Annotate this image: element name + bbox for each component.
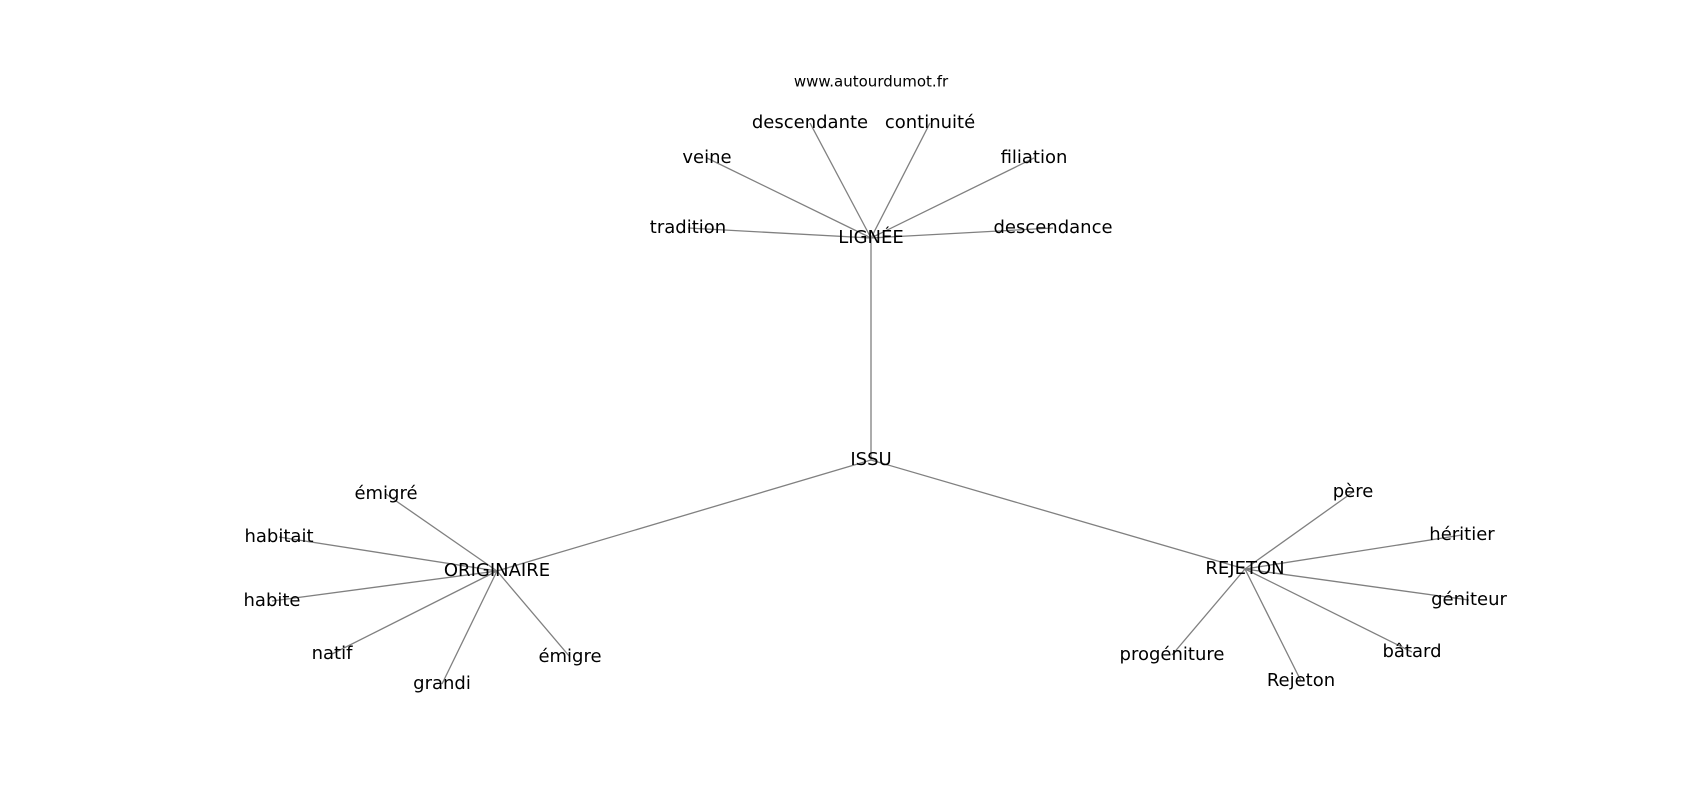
edge-originaire-natif <box>331 570 498 655</box>
leaf-word-batard[interactable]: bâtard <box>1382 641 1441 662</box>
leaf-word-geniteur[interactable]: géniteur <box>1431 589 1507 610</box>
edge-rejeton-batard <box>1244 568 1413 653</box>
edge-lignee-descendante <box>809 122 872 239</box>
edge-rejeton-geniteur <box>1244 568 1470 601</box>
edge-lignee-continuite <box>870 122 931 239</box>
leaf-word-progeniture[interactable]: progéniture <box>1120 644 1225 665</box>
leaf-word-grandi[interactable]: grandi <box>413 673 471 694</box>
edge-originaire-habite <box>271 570 498 602</box>
hub-word-rejeton[interactable]: REJETON <box>1205 558 1284 579</box>
leaf-word-habitait[interactable]: habitait <box>244 526 313 547</box>
edge-rejeton-heritier <box>1244 534 1463 570</box>
leaf-word-natif[interactable]: natif <box>312 643 353 664</box>
edge-rejeton-pere <box>1244 491 1354 570</box>
site-label: www.autourdumot.fr <box>794 73 949 91</box>
edge-lignee-descendance <box>870 227 1054 239</box>
center-word-issu[interactable]: ISSU <box>850 449 891 470</box>
leaf-word-pere[interactable]: père <box>1333 481 1374 502</box>
edge-lignee-veine <box>706 157 872 239</box>
edge-issu-rejeton <box>870 459 1246 570</box>
leaf-word-tradition[interactable]: tradition <box>650 217 726 238</box>
leaf-word-heritier[interactable]: héritier <box>1429 524 1495 545</box>
edge-originaire-emigre <box>496 570 571 658</box>
leaf-word-filiation[interactable]: filiation <box>1001 147 1068 168</box>
edge-rejeton-progeniture <box>1171 568 1246 656</box>
leaf-word-veine[interactable]: veine <box>682 147 731 168</box>
edge-lignee-filiation <box>870 157 1035 239</box>
edge-issu-originaire <box>496 459 872 572</box>
leaf-word-rejeton-lc[interactable]: Rejeton <box>1267 670 1335 691</box>
edge-originaire-habitait <box>278 536 498 572</box>
leaf-word-continuite[interactable]: continuité <box>885 112 975 133</box>
leaf-word-habite[interactable]: habite <box>244 590 301 611</box>
leaf-word-descendante[interactable]: descendante <box>752 112 868 133</box>
leaf-word-emigre[interactable]: émigre <box>538 646 601 667</box>
edge-lignee-tradition <box>687 227 872 239</box>
edge-originaire-emigre-pp <box>385 493 498 572</box>
hub-word-originaire[interactable]: ORIGINAIRE <box>444 560 550 581</box>
edge-originaire-grandi <box>441 570 498 685</box>
labels-layer: ISSU LIGNÉE ORIGINAIRE REJETON descendante co… <box>244 112 1508 694</box>
leaf-word-descendance[interactable]: descendance <box>993 217 1112 238</box>
edge-rejeton-rejeton-lc <box>1244 568 1302 682</box>
edges-layer <box>271 122 1470 685</box>
leaf-word-emigre-pp[interactable]: émigré <box>354 483 417 504</box>
hub-word-lignee[interactable]: LIGNÉE <box>838 226 904 248</box>
